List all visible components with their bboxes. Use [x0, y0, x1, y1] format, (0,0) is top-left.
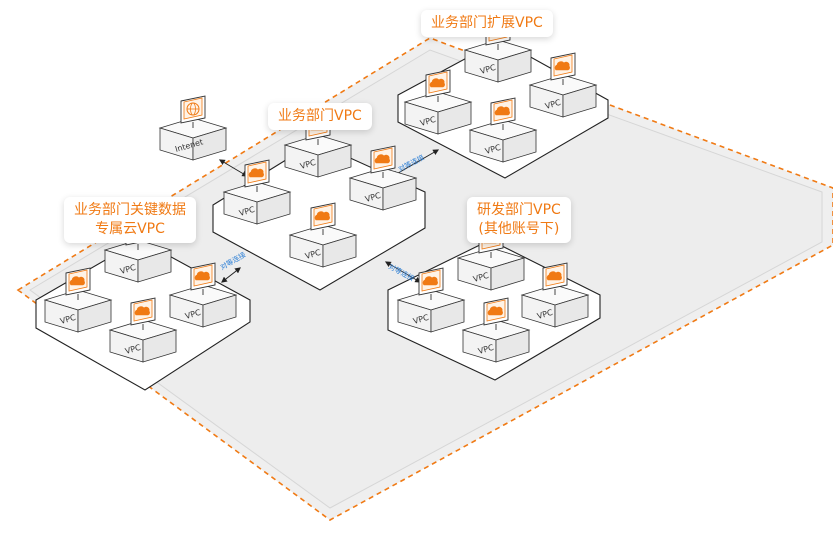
vpc-node: VPC	[520, 262, 590, 328]
box-right-face	[562, 84, 597, 118]
vpc-node: VPC	[461, 297, 531, 363]
vpc-node: VPC	[168, 262, 238, 328]
vpc-label: VPC	[477, 343, 495, 356]
box-right-face	[437, 101, 472, 135]
cloud-glyph	[546, 271, 562, 281]
vpc-node: VPC	[528, 52, 598, 118]
vpc-node: VPC	[468, 97, 538, 163]
cloud-glyph	[494, 106, 510, 116]
box-right-face	[490, 257, 525, 291]
callout-key-data-vpc: 业务部门关键数据 专属云VPC	[64, 197, 196, 243]
vpc-nodes: VPC VPC VPC VPC VPC VPC VPC VPC VPC VPC VPC VPC VPC V…	[43, 17, 598, 363]
vpc-label: VPC	[184, 308, 202, 321]
box-right-face	[495, 329, 530, 363]
vpc-label: VPC	[544, 98, 562, 111]
box-right-face	[202, 294, 237, 328]
cloud-glyph	[374, 154, 390, 164]
cloud-glyph	[487, 306, 503, 316]
vpc-node: VPC	[403, 69, 473, 135]
monitor-screen	[183, 97, 203, 120]
callout-rnd-line2: (其他账号下)	[478, 221, 560, 237]
vpc-label: VPC	[59, 313, 77, 326]
vpc-label: VPC	[536, 308, 554, 321]
box-right-face	[317, 144, 352, 178]
box-right-face	[554, 294, 589, 328]
box-right-face	[256, 191, 291, 225]
cloud-monitor-icon	[190, 262, 216, 295]
globe-monitor-icon	[180, 95, 206, 128]
vpc-label: VPC	[238, 205, 256, 218]
vpc-label: VPC	[419, 115, 437, 128]
box-right-face	[430, 299, 465, 333]
cloud-monitor-icon	[483, 297, 509, 330]
globe-meridian	[190, 102, 196, 116]
cloud-monitor-icon	[244, 159, 270, 192]
box-right-face	[142, 329, 177, 363]
cloud-glyph	[194, 271, 210, 281]
cloud-glyph	[422, 276, 438, 286]
cloud-glyph	[314, 211, 330, 221]
box-right-face	[137, 249, 172, 283]
cloud-monitor-icon	[490, 97, 516, 130]
server-box: VPC	[468, 119, 538, 163]
box-right-face	[77, 299, 112, 333]
cloud-glyph	[69, 276, 85, 286]
box-right-face	[192, 127, 227, 161]
cloud-monitor-icon	[130, 297, 156, 330]
callout-expansion-text: 业务部门扩展VPC	[431, 15, 543, 31]
vpc-node: VPC	[222, 159, 292, 225]
cloud-glyph	[248, 168, 264, 178]
callout-business-text: 业务部门VPC	[278, 108, 362, 124]
vpc-node: VPC	[108, 297, 178, 363]
callout-key-data-line1: 业务部门关键数据	[74, 202, 186, 218]
vpc-label: VPC	[484, 143, 502, 156]
callout-expansion-vpc: 业务部门扩展VPC	[421, 10, 553, 37]
callout-business-vpc: 业务部门VPC	[268, 103, 372, 130]
double-arrow-icon	[218, 159, 249, 177]
cloud-glyph	[429, 78, 445, 88]
cloud-monitor-icon	[425, 69, 451, 102]
vpc-label: VPC	[472, 271, 490, 284]
box-right-face	[502, 129, 537, 163]
callout-key-data-line2: 专属云VPC	[95, 221, 165, 237]
box-right-face	[497, 49, 532, 83]
vpc-label: VPC	[124, 343, 142, 356]
vpc-node: VPC	[348, 145, 418, 211]
vpc-node: VPC	[43, 267, 113, 333]
vpc-label: VPC	[299, 158, 317, 171]
vpc-label: VPC	[412, 313, 430, 326]
cloud-glyph	[554, 61, 570, 71]
cloud-monitor-icon	[310, 202, 336, 235]
cloud-monitor-icon	[550, 52, 576, 85]
cloud-monitor-icon	[542, 262, 568, 295]
link-line	[221, 267, 241, 283]
callout-rnd-vpc: 研发部门VPC (其他账号下)	[467, 197, 571, 243]
link-line	[384, 261, 422, 283]
vpc-label: VPC	[364, 191, 382, 204]
vpc-label: VPC	[304, 248, 322, 261]
internet-node: Intenet	[158, 95, 228, 161]
cloud-glyph	[134, 306, 150, 316]
server-box: VPC	[396, 289, 466, 333]
cloud-monitor-icon	[418, 267, 444, 300]
vpc-node: VPC	[396, 267, 466, 333]
box-right-face	[382, 177, 417, 211]
server-box: Intenet	[158, 117, 228, 161]
server-box: VPC	[403, 91, 473, 135]
vpc-node: VPC	[288, 202, 358, 268]
link-line	[391, 149, 440, 177]
cloud-monitor-icon	[65, 267, 91, 300]
callout-rnd-line1: 研发部门VPC	[477, 202, 561, 218]
link-line	[218, 159, 249, 177]
cloud-monitor-icon	[370, 145, 396, 178]
box-right-face	[322, 234, 357, 268]
vpc-label: VPC	[119, 263, 137, 276]
vpc-label: VPC	[479, 63, 497, 76]
